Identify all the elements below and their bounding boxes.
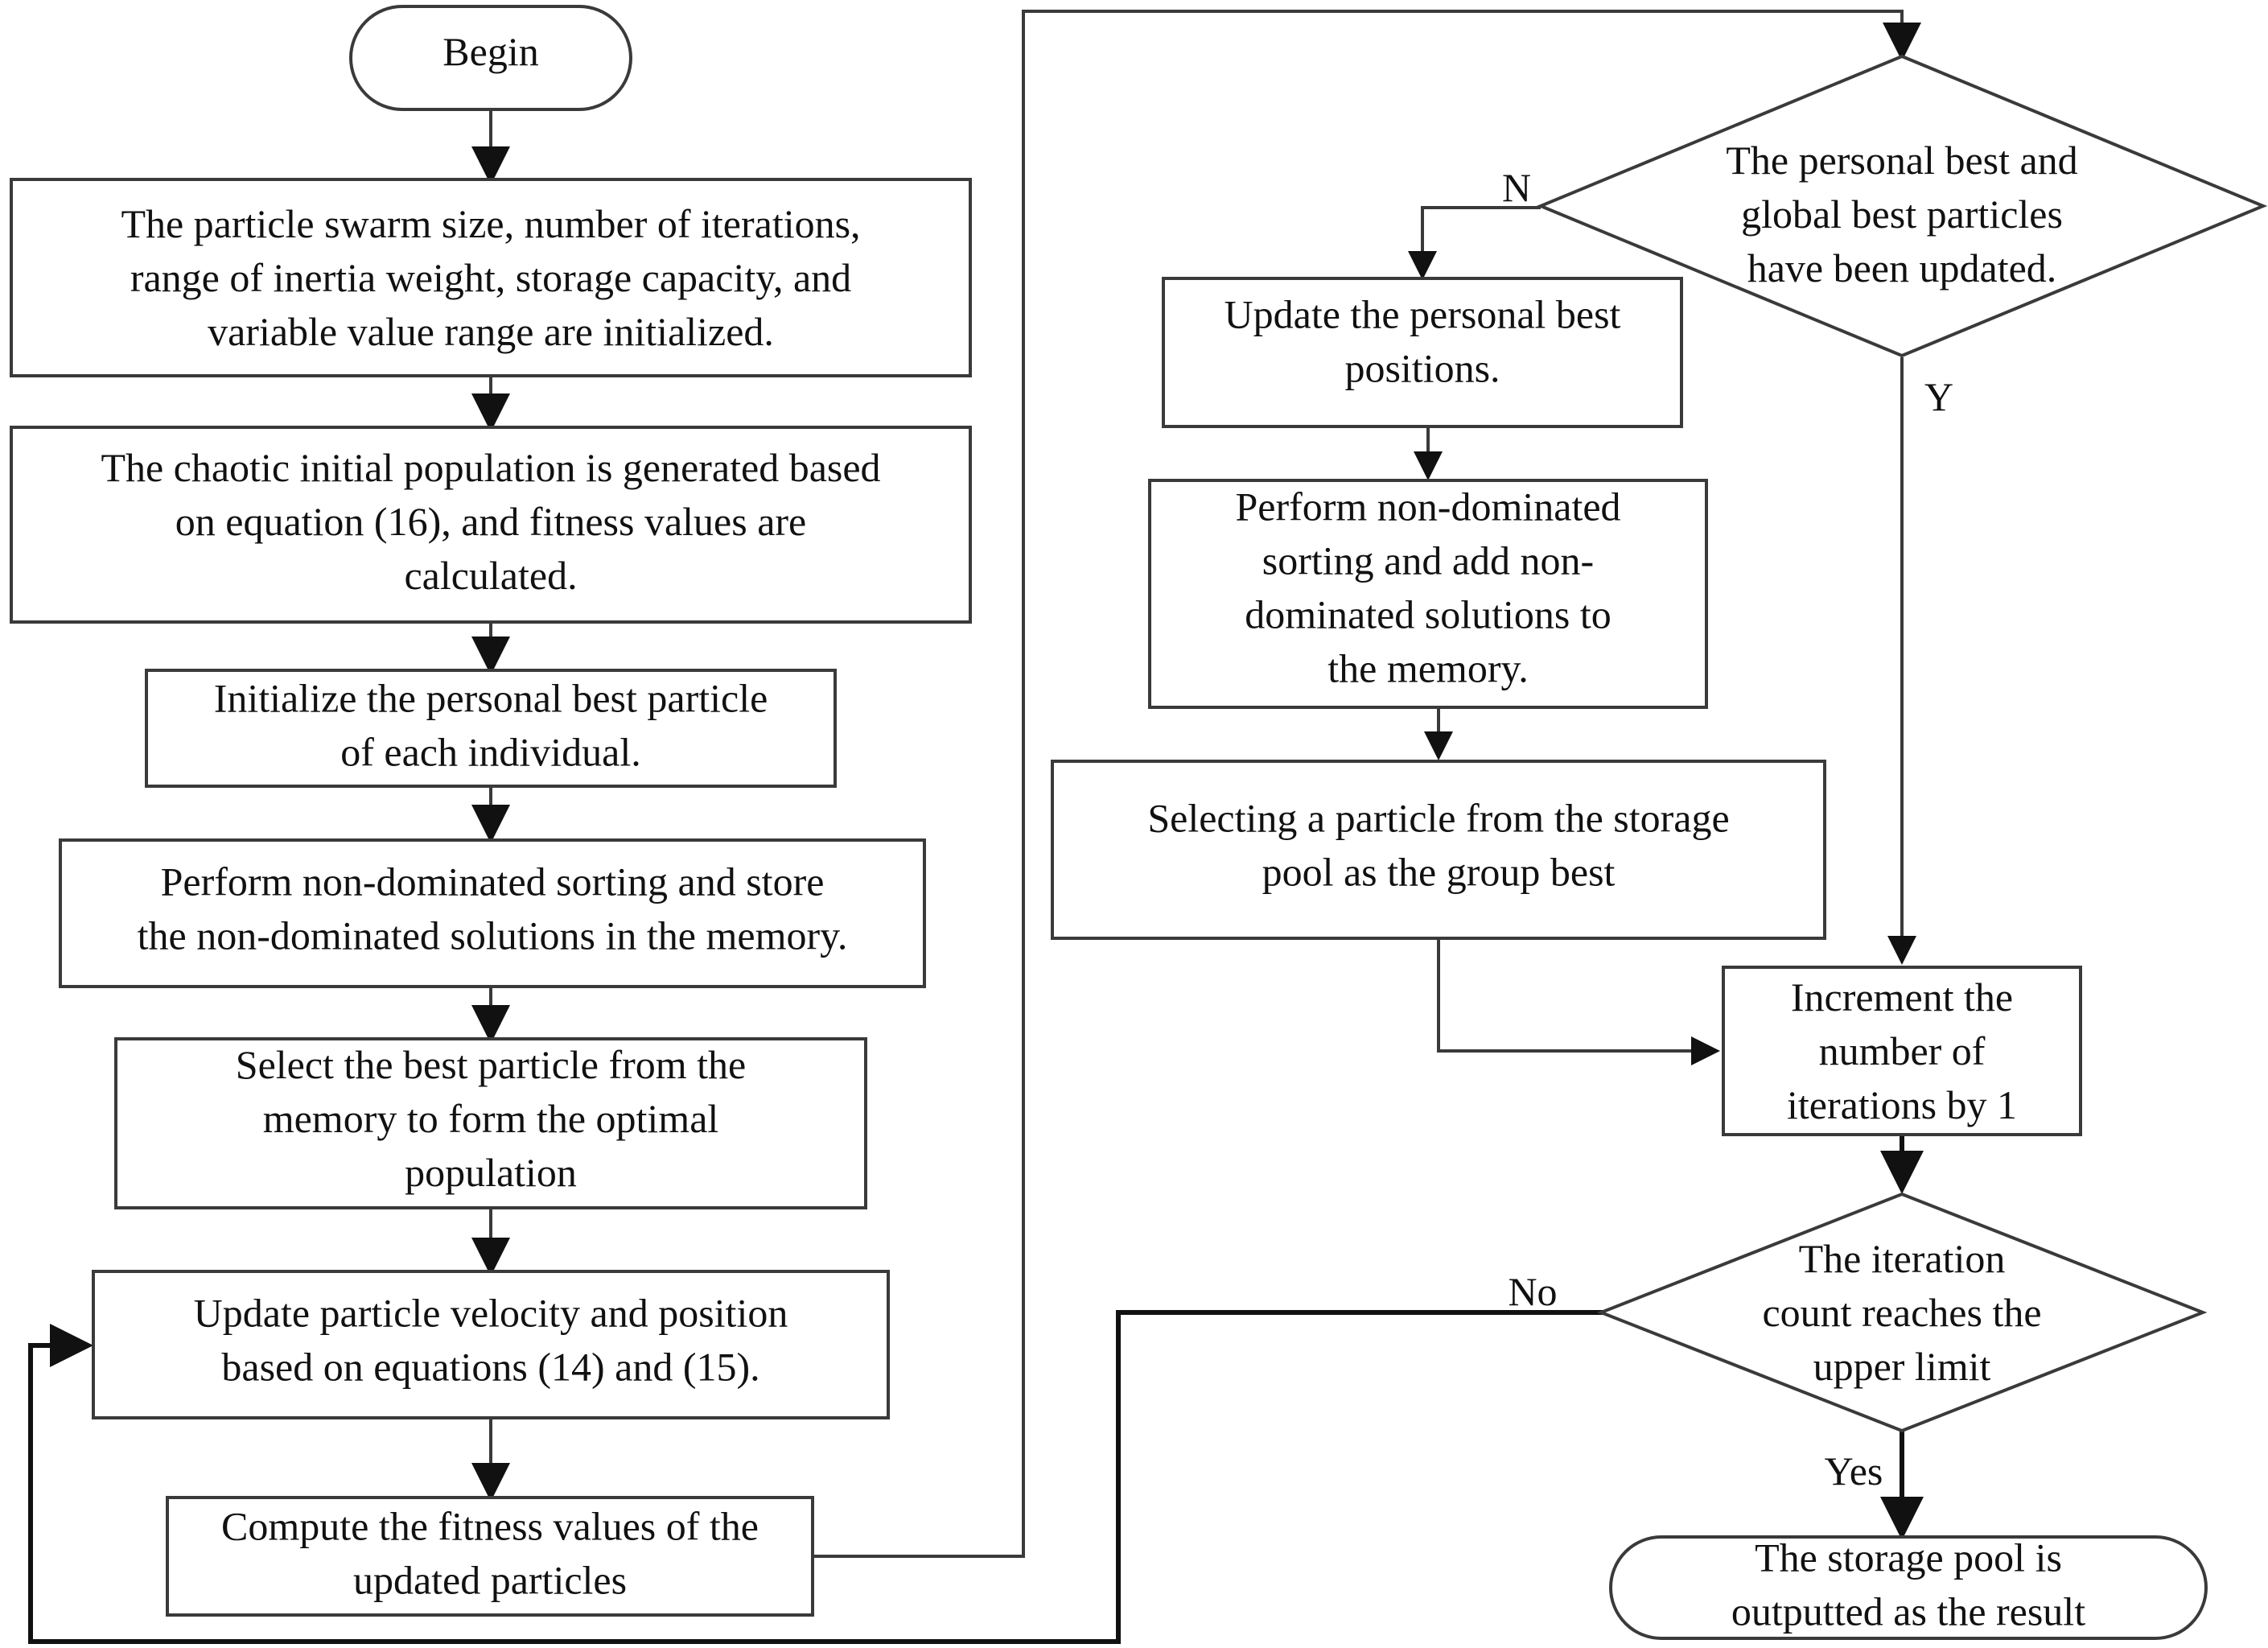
select-gbest-line: Selecting a particle from the storage [1147, 796, 1729, 841]
node-decision-updated-label: The personal best and global best particl… [1726, 138, 2077, 290]
decision-limit-line: upper limit [1813, 1344, 1991, 1389]
compute-fit-line: updated particles [353, 1558, 627, 1603]
label-limit-no: No [1508, 1269, 1557, 1314]
compute-fit-line: Compute the fitness values of the [221, 1504, 759, 1549]
decision-limit-line: The iteration [1799, 1236, 2006, 1281]
node-select-gbest-label: Selecting a particle from the storage poo… [1147, 796, 1729, 895]
nds-add-line: sorting and add non- [1262, 538, 1594, 583]
nds-store-line: Perform non-dominated sorting and store [161, 859, 825, 904]
node-compute-fit-label: Compute the fitness values of the updated… [221, 1504, 759, 1603]
decision-limit-line: count reaches the [1762, 1290, 2041, 1335]
node-increment-label: Increment the number of iterations by 1 [1787, 974, 2017, 1127]
increment-line: iterations by 1 [1787, 1082, 2017, 1127]
update-pbest-line: Update the personal best [1225, 292, 1621, 337]
edges [28, 10, 1924, 1644]
increment-line: number of [1819, 1028, 1986, 1073]
nds-add-line: Perform non-dominated [1235, 484, 1620, 529]
decision-updated-line: global best particles [1741, 192, 2063, 237]
node-init-params: The particle swarm size, number of itera… [10, 178, 972, 377]
node-init-params-label: The particle swarm size, number of itera… [121, 201, 860, 354]
nds-add-line: dominated solutions to [1245, 592, 1611, 637]
node-update-vel-label: Update particle velocity and position bas… [194, 1291, 788, 1390]
edge-labels: N Y No Yes [1502, 165, 1953, 1494]
node-init-pbest: Initialize the personal best particle of … [145, 669, 837, 788]
node-increment: Increment the number of iterations by 1 [1722, 966, 2082, 1136]
nds-add-line: the memory. [1327, 646, 1528, 691]
begin-line: Begin [442, 29, 538, 74]
node-decision-updated: The personal best and global best particl… [1536, 54, 2268, 358]
label-limit-yes: Yes [1825, 1448, 1883, 1494]
select-gbest-line: pool as the group best [1262, 850, 1616, 895]
node-output-label: The storage pool is outputted as the resu… [1731, 1535, 2085, 1634]
select-best-line: Select the best particle from the [236, 1042, 746, 1087]
init-params-line: variable value range are initialized. [208, 309, 774, 354]
chaotic-pop-line: The chaotic initial population is genera… [101, 445, 880, 490]
node-nds-add: Perform non-dominated sorting and add non… [1148, 479, 1708, 709]
decision-updated-line: have been updated. [1747, 245, 2057, 290]
node-nds-store: Perform non-dominated sorting and store t… [59, 838, 926, 988]
update-vel-line: based on equations (14) and (15). [221, 1345, 759, 1390]
node-begin: Begin [349, 5, 632, 111]
node-compute-fit: Compute the fitness values of the updated… [166, 1496, 814, 1617]
node-output: The storage pool is outputted as the resu… [1609, 1535, 2208, 1640]
node-decision-limit: The iteration count reaches the upper limi… [1596, 1192, 2208, 1433]
output-line: outputted as the result [1731, 1589, 2085, 1634]
output-line: The storage pool is [1755, 1535, 2062, 1580]
node-nds-add-label: Perform non-dominated sorting and add non… [1235, 484, 1620, 691]
init-params-line: The particle swarm size, number of itera… [121, 201, 860, 246]
edge-compute-to-decision-updated [813, 10, 1921, 1558]
node-update-pbest-label: Update the personal best positions. [1225, 292, 1621, 391]
select-best-line: memory to form the optimal [263, 1096, 719, 1141]
node-select-gbest: Selecting a particle from the storage poo… [1051, 760, 1826, 940]
label-updated-no: N [1502, 165, 1531, 210]
init-pbest-line: Initialize the personal best particle [214, 676, 768, 721]
node-select-best-label: Select the best particle from the memory … [236, 1042, 746, 1195]
node-decision-limit-label: The iteration count reaches the upper limi… [1762, 1236, 2041, 1389]
node-chaotic-pop-label: The chaotic initial population is genera… [101, 445, 880, 598]
chaotic-pop-line: on equation (16), and fitness values are [175, 499, 806, 544]
node-begin-label: Begin [442, 29, 538, 74]
increment-line: Increment the [1791, 974, 2013, 1020]
update-vel-line: Update particle velocity and position [194, 1291, 788, 1336]
chaotic-pop-line: calculated. [404, 553, 577, 598]
edge-decision-limit-no-loop [28, 1310, 1603, 1644]
node-init-pbest-label: Initialize the personal best particle of … [214, 676, 768, 775]
edge-decision-updated-no [1408, 206, 1541, 280]
update-pbest-line: positions. [1344, 346, 1500, 391]
node-chaotic-pop: The chaotic initial population is genera… [10, 426, 972, 624]
init-pbest-line: of each individual. [340, 730, 641, 775]
node-update-vel: Update particle velocity and position bas… [92, 1270, 890, 1419]
node-nds-store-label: Perform non-dominated sorting and store t… [138, 859, 848, 958]
edge-gbest-to-increment [1437, 939, 1720, 1065]
select-best-line: population [405, 1150, 577, 1195]
label-updated-yes: Y [1924, 374, 1953, 419]
init-params-line: range of inertia weight, storage capacit… [130, 255, 851, 300]
node-update-pbest: Update the personal best positions. [1162, 277, 1683, 428]
node-select-best: Select the best particle from the memory … [114, 1037, 867, 1209]
nds-store-line: the non-dominated solutions in the memor… [138, 913, 848, 958]
decision-updated-line: The personal best and [1726, 138, 2077, 183]
